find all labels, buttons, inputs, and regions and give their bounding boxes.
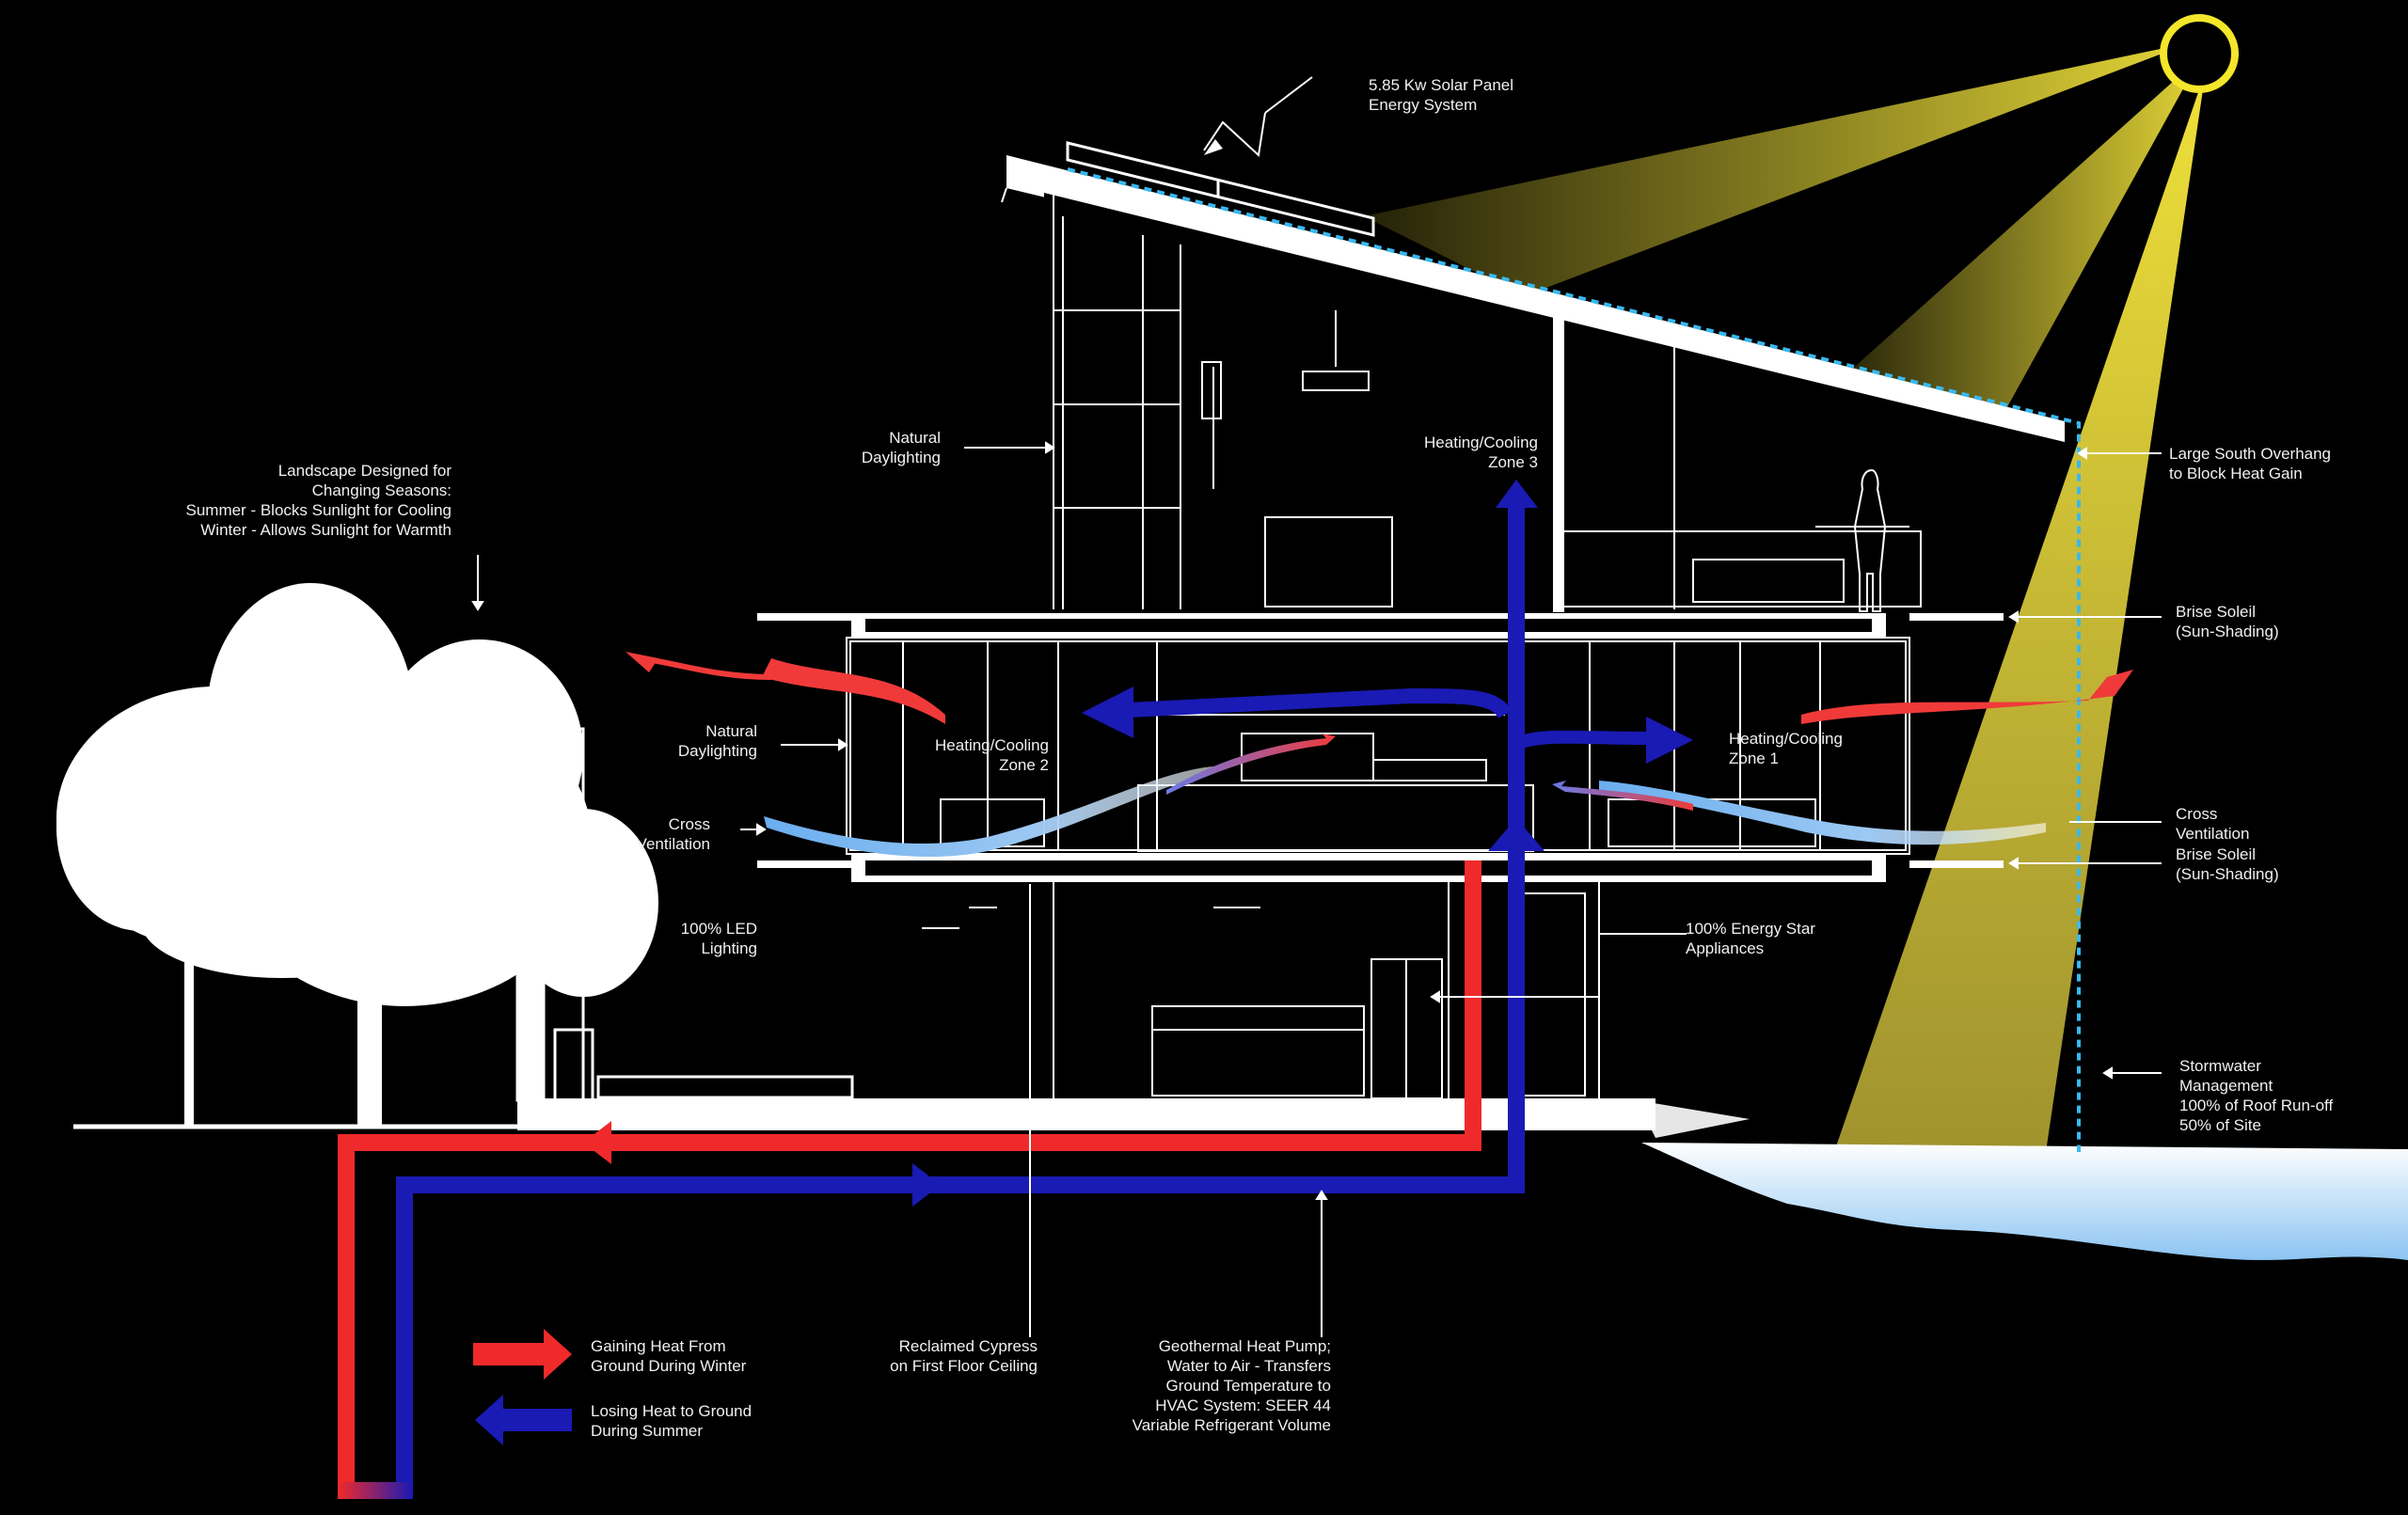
warm-air-left	[762, 658, 945, 724]
brise-soleil-lower-label: Brise Soleil(Sun-Shading)	[2176, 845, 2279, 883]
zone3-up-arrowhead	[1496, 480, 1538, 508]
ramp	[1637, 1100, 1750, 1138]
zone2-warm-breeze	[1166, 734, 1336, 795]
cross-breeze-right	[1599, 781, 2046, 845]
sun-beams	[1364, 42, 2206, 1152]
stormwater-pond	[1641, 1143, 2408, 1260]
ground-floor	[969, 882, 1600, 1099]
zone2-airflow	[1128, 687, 1513, 719]
sunbeam-ground	[1834, 71, 2206, 1152]
brise-soleil-upper-label: Brise Soleil(Sun-Shading)	[2176, 603, 2279, 640]
zone1-arrowhead	[1646, 717, 1693, 764]
red-flow-arrowhead	[583, 1121, 611, 1164]
solar-panels	[1066, 141, 1375, 237]
zone2-arrowhead	[1082, 686, 1133, 738]
zone1-airflow	[1516, 730, 1647, 750]
blue-left-arrow-icon	[475, 1395, 572, 1445]
sunbeam-roof	[1364, 42, 2192, 296]
geothermal-label: Geothermal Heat Pump;Water to Air - Tran…	[1132, 1337, 1331, 1434]
blue-flow-arrowhead	[912, 1163, 941, 1207]
zone1-up-arrowhead	[1488, 818, 1545, 851]
red-right-arrow-icon	[473, 1329, 572, 1380]
warm-air-left-head	[626, 652, 658, 672]
sunbeam-overhang	[1839, 56, 2201, 414]
foundation-slab	[517, 1098, 1656, 1130]
solar-arrowhead	[1204, 139, 1223, 155]
overhang-dashed-line	[1067, 167, 2081, 1152]
solar-arrow	[1264, 76, 1313, 114]
warm-air-left-tail	[639, 655, 772, 680]
heat-gain-pipe	[338, 860, 1481, 1491]
warm-air-right	[1801, 670, 2133, 724]
upper-floor	[1053, 193, 1922, 612]
solar-zigzag	[1203, 112, 1266, 158]
roof	[1001, 155, 2065, 448]
second-floor-slab	[757, 613, 2004, 638]
leader-lines	[471, 441, 2162, 1337]
cross-breeze-left	[764, 766, 1213, 857]
first-floor-slab	[757, 854, 2004, 882]
privacy-wall	[515, 727, 854, 1102]
zone1-warm-breeze	[1552, 781, 1693, 811]
pipe-join	[338, 1482, 413, 1499]
tree-silhouettes	[56, 583, 658, 1128]
sun-icon	[2160, 14, 2239, 93]
